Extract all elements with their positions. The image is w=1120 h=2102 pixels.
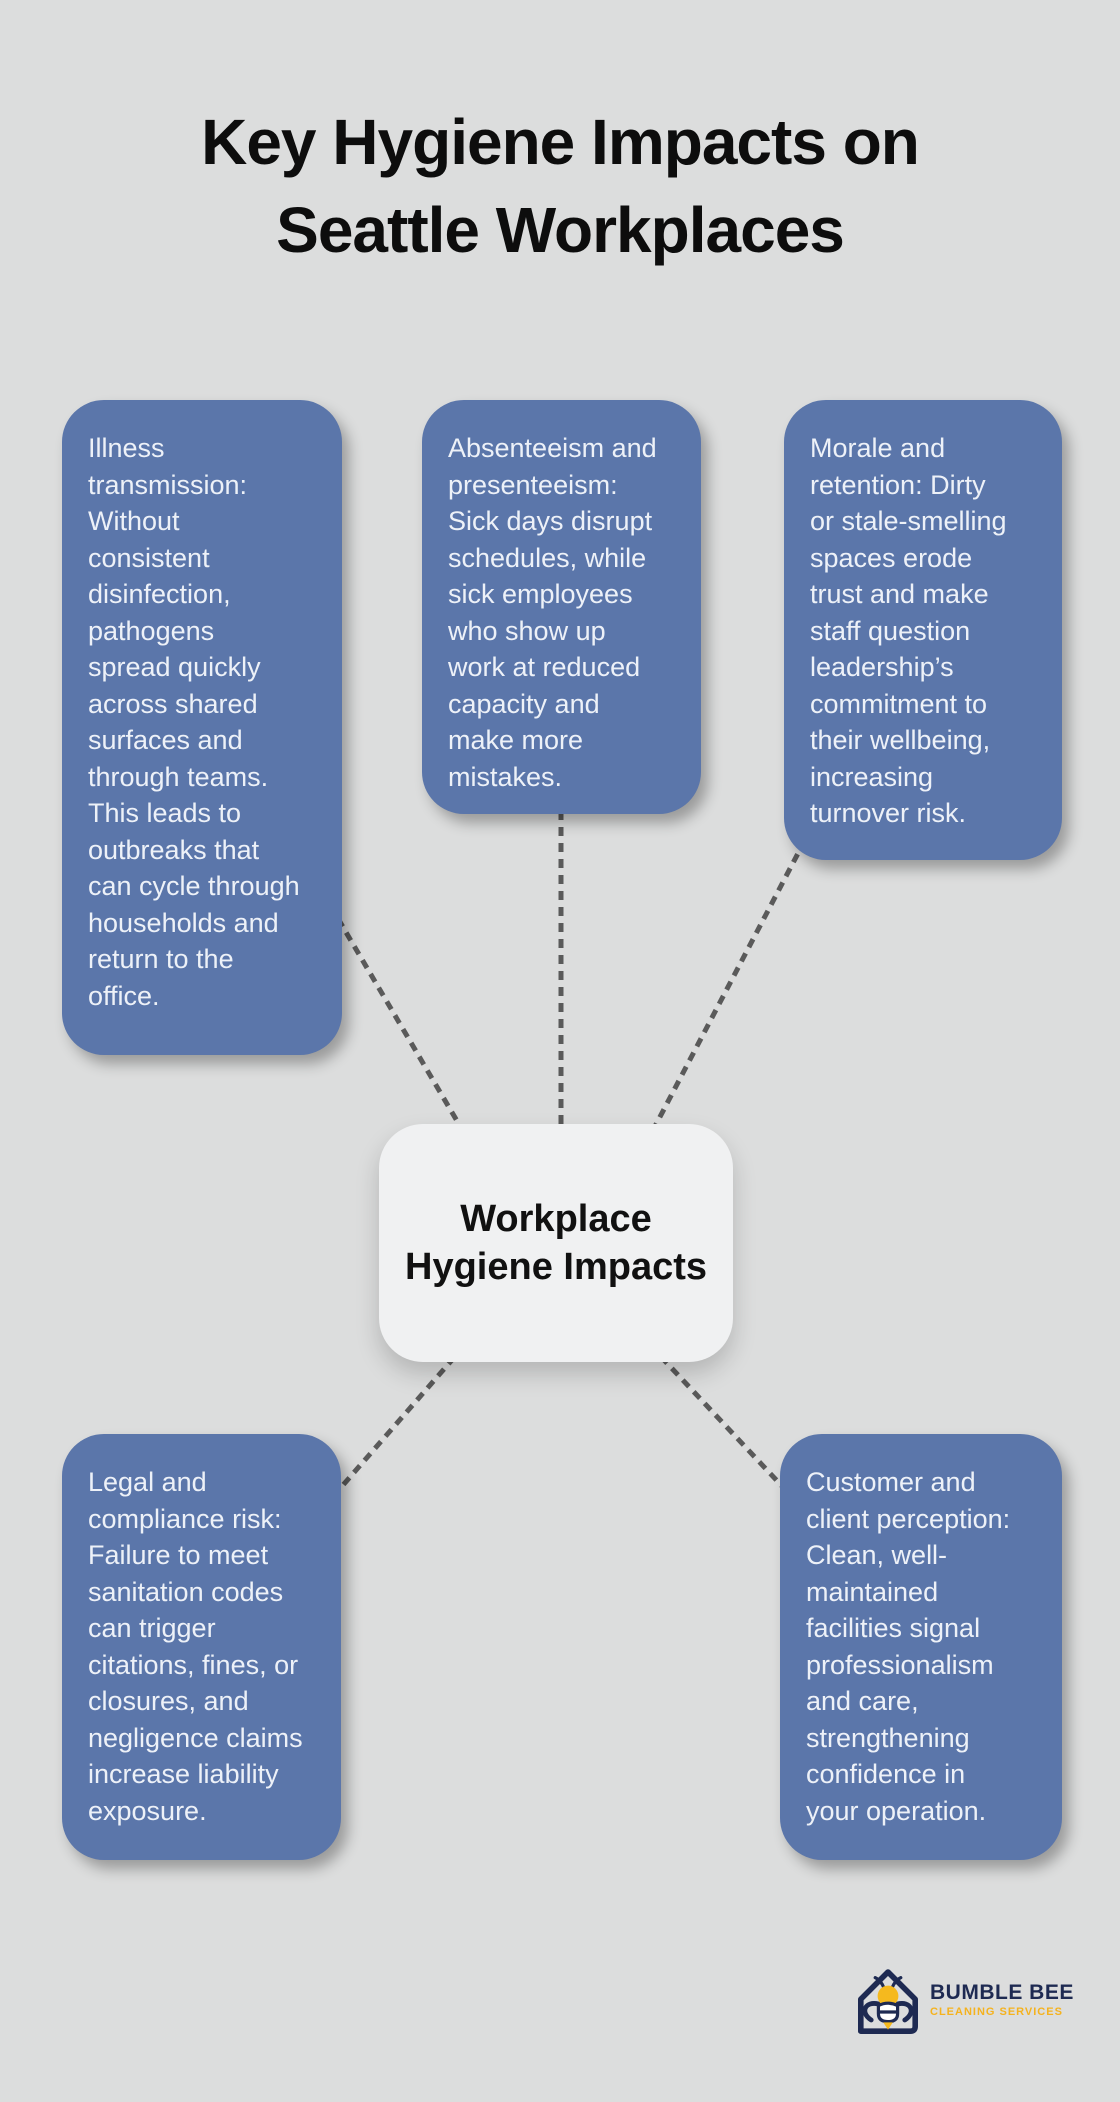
branch-node-customer-perception: Customer and client perception: Clean, w… xyxy=(780,1434,1062,1860)
connector-illness-to-center xyxy=(327,903,483,1162)
page-title: Key Hygiene Impacts on Seattle Workplace… xyxy=(201,106,920,266)
connector-morale-to-center xyxy=(637,838,808,1157)
branch-node-absenteeism-presenteeism: Absenteeism and presenteeism: Sick days … xyxy=(422,400,701,814)
logo-company-name: BUMBLE BEE xyxy=(930,1981,1074,2004)
connector-center-to-legal xyxy=(328,1343,467,1502)
central-node: Workplace Hygiene Impacts xyxy=(379,1124,733,1362)
company-logo: BUMBLE BEE CLEANING SERVICES xyxy=(848,1962,1074,2038)
bumble-bee-house-icon xyxy=(858,1969,918,2034)
logo-tagline: CLEANING SERVICES xyxy=(930,2006,1063,2018)
connector-center-to-customer xyxy=(648,1343,797,1502)
branch-node-legal-compliance: Legal and compliance risk: Failure to me… xyxy=(62,1434,341,1860)
branch-node-illness-transmission: Illness transmission: Without consistent… xyxy=(62,400,342,1055)
branch-node-morale-retention: Morale and retention: Dirty or stale-sme… xyxy=(784,400,1062,860)
